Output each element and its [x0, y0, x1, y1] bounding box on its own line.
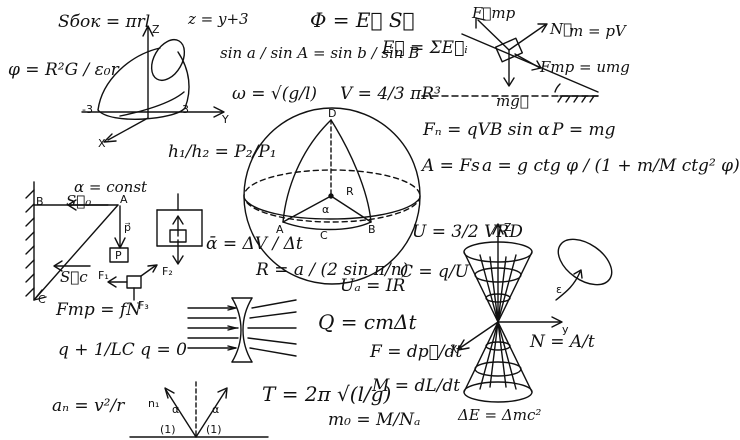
formula-capacitance: C = q/U — [400, 262, 469, 282]
axis-x-label: X — [98, 137, 106, 150]
formula-angular-accel: ᾱ = ΔV / Δt — [206, 234, 303, 254]
label-n-vector: N⃗ — [550, 20, 573, 38]
reflection-sketch — [129, 381, 269, 438]
formula-mass-energy: ΔE = Δmc² — [458, 406, 542, 424]
label-f3: F₃ — [138, 299, 149, 312]
sphere-sketch — [243, 107, 421, 285]
formula-period: T = 2π √(l/g) — [262, 382, 392, 406]
sphere-point-a: A — [276, 223, 284, 236]
formula-lateral-area: Sбок = πrl — [58, 12, 151, 32]
label-mg-vector: mg⃗ — [496, 92, 529, 110]
formula-moment: M = dL/dt — [372, 376, 461, 396]
formula-heat: Q = cmΔt — [318, 310, 417, 334]
force-cross-sketch — [107, 264, 158, 301]
label-f2: F₂ — [162, 265, 173, 278]
label-alpha-right: α — [212, 403, 220, 416]
formula-internal-energy: U = 3/2 VRD — [412, 222, 523, 242]
physics-formula-board: Sбок = πrl z = y+3 Φ = E⃗ S⃗ E⃗ = ΣE⃗ᵢ F… — [8, 4, 740, 438]
incline-plane-sketch — [421, 17, 599, 103]
sketch-drawings — [25, 17, 613, 438]
wall-point-c: C — [38, 293, 46, 306]
box-forces-sketch — [156, 193, 203, 265]
formula-f-tr-umg: Fтр = umg — [540, 58, 630, 76]
formula-z: z = y+3 — [188, 10, 249, 28]
formula-work: A = Fs — [422, 156, 480, 176]
ellipse-arrow-sketch — [555, 238, 613, 301]
label-s0: S⃗₀ — [66, 192, 92, 210]
formula-friction: Fтр = fN — [56, 300, 142, 320]
formula-omega: ω = √(g/l) — [232, 84, 318, 104]
label-f1: F₁ — [98, 269, 109, 282]
lens-rays-sketch — [187, 297, 297, 363]
formula-snell: sin a / sin A = sin b / sin B — [220, 44, 420, 62]
formula-centripetal: aₙ = v²/r — [52, 396, 125, 416]
formula-flux: Φ = E⃗ S⃗ — [310, 8, 415, 32]
sphere-angle-alpha: α — [322, 203, 330, 216]
double-cone-sketch — [457, 223, 563, 403]
sphere-radius-r: R — [346, 185, 354, 198]
label-sc: S⃗c — [60, 268, 88, 286]
formula-radius: R = a / (2 sin π/n) — [256, 260, 409, 280]
label-n1: n₁ — [148, 397, 160, 410]
axis-z-label: Z — [152, 23, 160, 36]
tick-neg3-label: -3 — [82, 103, 93, 116]
formula-alpha-const: α = const — [74, 178, 148, 196]
sphere-point-b: B — [368, 223, 376, 236]
formula-e-sum: E⃗ = ΣE⃗ᵢ — [382, 38, 468, 58]
formula-molecule-mass: m₀ = M/Nₐ — [328, 410, 421, 430]
wall-point-b: B — [36, 195, 44, 208]
sphere-point-c: C — [320, 229, 328, 242]
label-f-tr-vector: F⃗тр — [472, 4, 516, 22]
formula-phi: φ = R²G / ε₀r — [8, 60, 119, 80]
cone-axis-y: y — [562, 323, 569, 336]
cone-axis-x: X — [450, 343, 458, 356]
formula-n-ratio: N = A/t — [530, 332, 595, 352]
formula-weight: P = mg — [552, 120, 616, 140]
sphere-point-d: D — [328, 107, 337, 120]
label-one-right: (1) — [206, 423, 222, 436]
axes-3d-sketch — [81, 25, 225, 143]
formula-lorentz: Fₙ = qVB sin α — [423, 120, 550, 140]
label-p-vector: p⃗ — [124, 221, 131, 234]
label-p-box: P — [115, 249, 122, 262]
label-epsilon: ε — [556, 283, 562, 296]
cone-axis-z: Z — [504, 221, 512, 234]
axis-y-label: Y — [222, 113, 229, 126]
label-one-left: (1) — [160, 423, 176, 436]
formula-acceleration: a = g ctg φ / (1 + m/M ctg² φ) — [482, 156, 740, 176]
formula-pressure-ratio: h₁/h₂ = P₂/P₁ — [168, 142, 277, 162]
wall-point-a: A — [120, 193, 128, 206]
formula-oscillator: q + 1/LC q = 0 — [58, 340, 187, 360]
formula-ohm: Uₐ = IR — [340, 276, 406, 296]
tick-3-label: 3 — [182, 103, 189, 116]
label-alpha-left: α — [172, 403, 180, 416]
formula-sphere-volume: V = 4/3 πR³ — [340, 84, 441, 104]
wall-vectors-sketch — [25, 181, 129, 301]
formula-m-pv: m = pV — [569, 22, 626, 40]
formula-force-momentum: F = dp⃗/dt — [370, 342, 463, 362]
